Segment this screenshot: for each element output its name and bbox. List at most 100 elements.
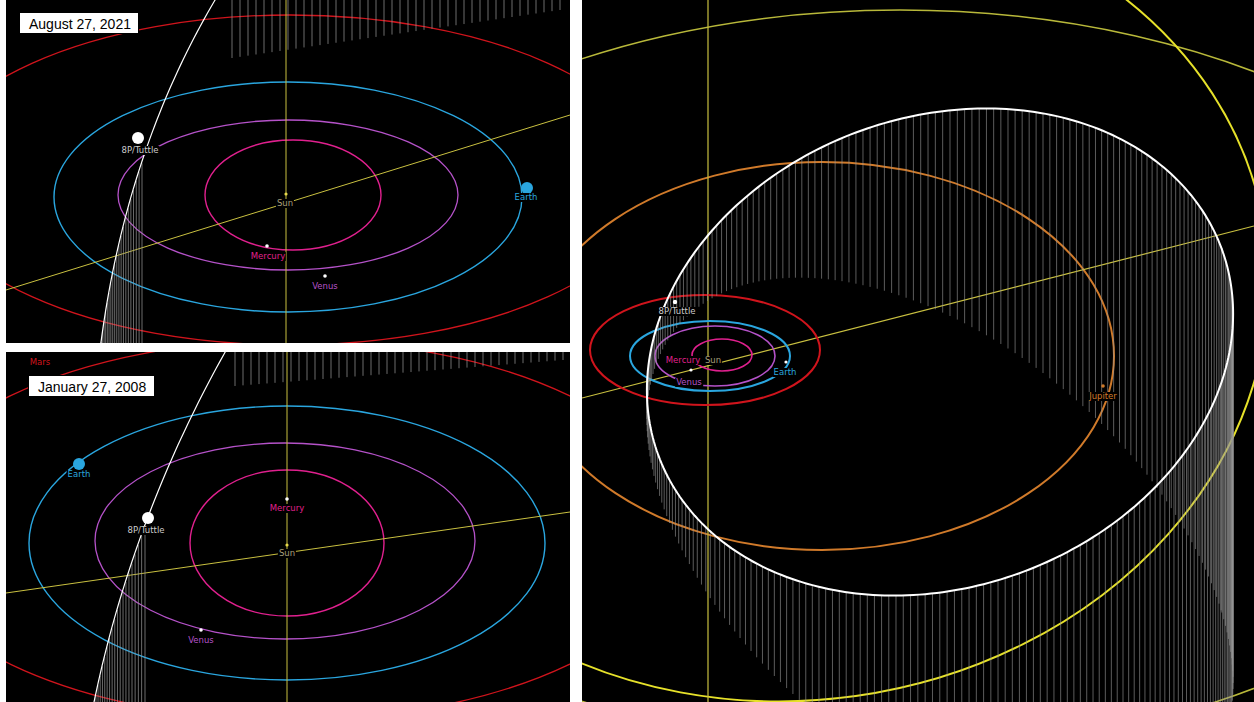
guide-line — [112, 629, 113, 702]
date-box: January 27, 2008 — [28, 375, 155, 397]
guide-line — [742, 200, 743, 285]
guide-line — [705, 527, 706, 591]
guide-line — [117, 610, 118, 702]
guide-line — [1136, 148, 1137, 462]
guide-line — [1205, 216, 1206, 570]
guide-line — [435, 352, 436, 370]
guide-line — [906, 118, 907, 298]
body-label: Sun — [276, 199, 294, 208]
guide-line — [304, 0, 305, 47]
guide-line — [1222, 380, 1223, 702]
guide-line — [774, 572, 775, 676]
body-label: Venus — [311, 282, 339, 291]
guide-line — [451, 352, 452, 369]
guide-line — [243, 352, 244, 385]
guide-line — [336, 0, 337, 43]
guide-line — [1201, 427, 1202, 702]
guide-line — [403, 352, 404, 373]
guide-line — [751, 560, 752, 650]
guide-line — [139, 172, 140, 343]
guide-line — [666, 475, 667, 517]
guide-line — [128, 208, 129, 343]
panel-art — [6, 0, 570, 343]
guide-line — [932, 593, 933, 702]
guide-line — [1199, 206, 1200, 556]
guide-line — [1186, 450, 1187, 702]
guide-line — [563, 352, 564, 360]
guide-line — [891, 121, 892, 293]
date-text: August 27, 2021 — [29, 16, 129, 32]
guide-line — [1095, 128, 1096, 418]
guide-line — [128, 573, 129, 702]
guide-line — [877, 125, 878, 289]
body-label: Earth — [67, 470, 92, 479]
guide-line — [1000, 109, 1001, 344]
guide-line — [259, 352, 260, 384]
guide-line — [411, 352, 412, 372]
guide-line — [689, 509, 690, 564]
guide-line — [1139, 502, 1140, 702]
guide-line — [976, 586, 977, 702]
guide-line — [942, 111, 943, 312]
guide-line — [123, 227, 124, 343]
body-label: 8P/Tuttle — [121, 146, 160, 155]
guide-line — [1119, 138, 1120, 442]
guide-line — [1191, 196, 1192, 542]
guide-line — [1093, 537, 1094, 702]
guide-line — [792, 579, 793, 694]
guide-line — [701, 523, 702, 585]
guide-line — [491, 352, 492, 366]
guide-line — [483, 352, 484, 366]
guide-line — [1073, 549, 1074, 702]
guide-line — [1033, 568, 1034, 702]
guide-line — [363, 352, 364, 376]
guide-line — [1125, 141, 1126, 448]
guide-line — [669, 480, 670, 523]
guide-line — [664, 469, 665, 509]
guide-line — [729, 547, 730, 625]
guide-line — [427, 352, 428, 371]
guide-line — [782, 169, 783, 278]
panel-ground — [6, 352, 570, 702]
body-label: 8P/Tuttle — [127, 526, 166, 535]
guide-line — [776, 174, 777, 279]
date-text: January 27, 2008 — [38, 379, 145, 395]
body-label: Venus — [187, 636, 215, 645]
orbit — [582, 162, 1114, 550]
body-dot — [1101, 384, 1105, 388]
guide-line — [272, 0, 273, 52]
body-label: Venus — [675, 378, 703, 387]
guide-line — [1207, 416, 1208, 702]
orbit — [95, 443, 475, 639]
guide-line — [1056, 116, 1057, 384]
guide-line — [107, 303, 108, 343]
guide-line — [719, 539, 720, 611]
guide-line — [747, 196, 748, 284]
guide-line — [842, 138, 843, 281]
guide-line — [949, 110, 950, 316]
guide-line — [740, 554, 741, 638]
guide-line — [703, 241, 704, 304]
guide-line — [235, 352, 236, 386]
guide-line — [352, 0, 353, 40]
guide-line — [736, 205, 737, 287]
panel-art — [6, 352, 570, 702]
guide-line — [756, 564, 757, 658]
guide-line — [716, 225, 717, 295]
body-label: Earth — [773, 368, 798, 377]
guide-line — [1197, 433, 1198, 702]
guide-line — [917, 595, 918, 702]
panel-ground — [6, 0, 570, 343]
guide-line — [954, 590, 955, 702]
guide-line — [1082, 123, 1083, 406]
guide-line — [1194, 439, 1195, 702]
guide-line — [846, 592, 847, 702]
guide-line — [6, 115, 570, 290]
guide-line — [121, 236, 122, 343]
guide-line — [714, 535, 715, 604]
guide-line — [560, 0, 561, 10]
guide-line — [710, 531, 711, 598]
guide-line — [248, 0, 249, 56]
guide-line — [676, 281, 677, 328]
guide-line — [267, 352, 268, 383]
